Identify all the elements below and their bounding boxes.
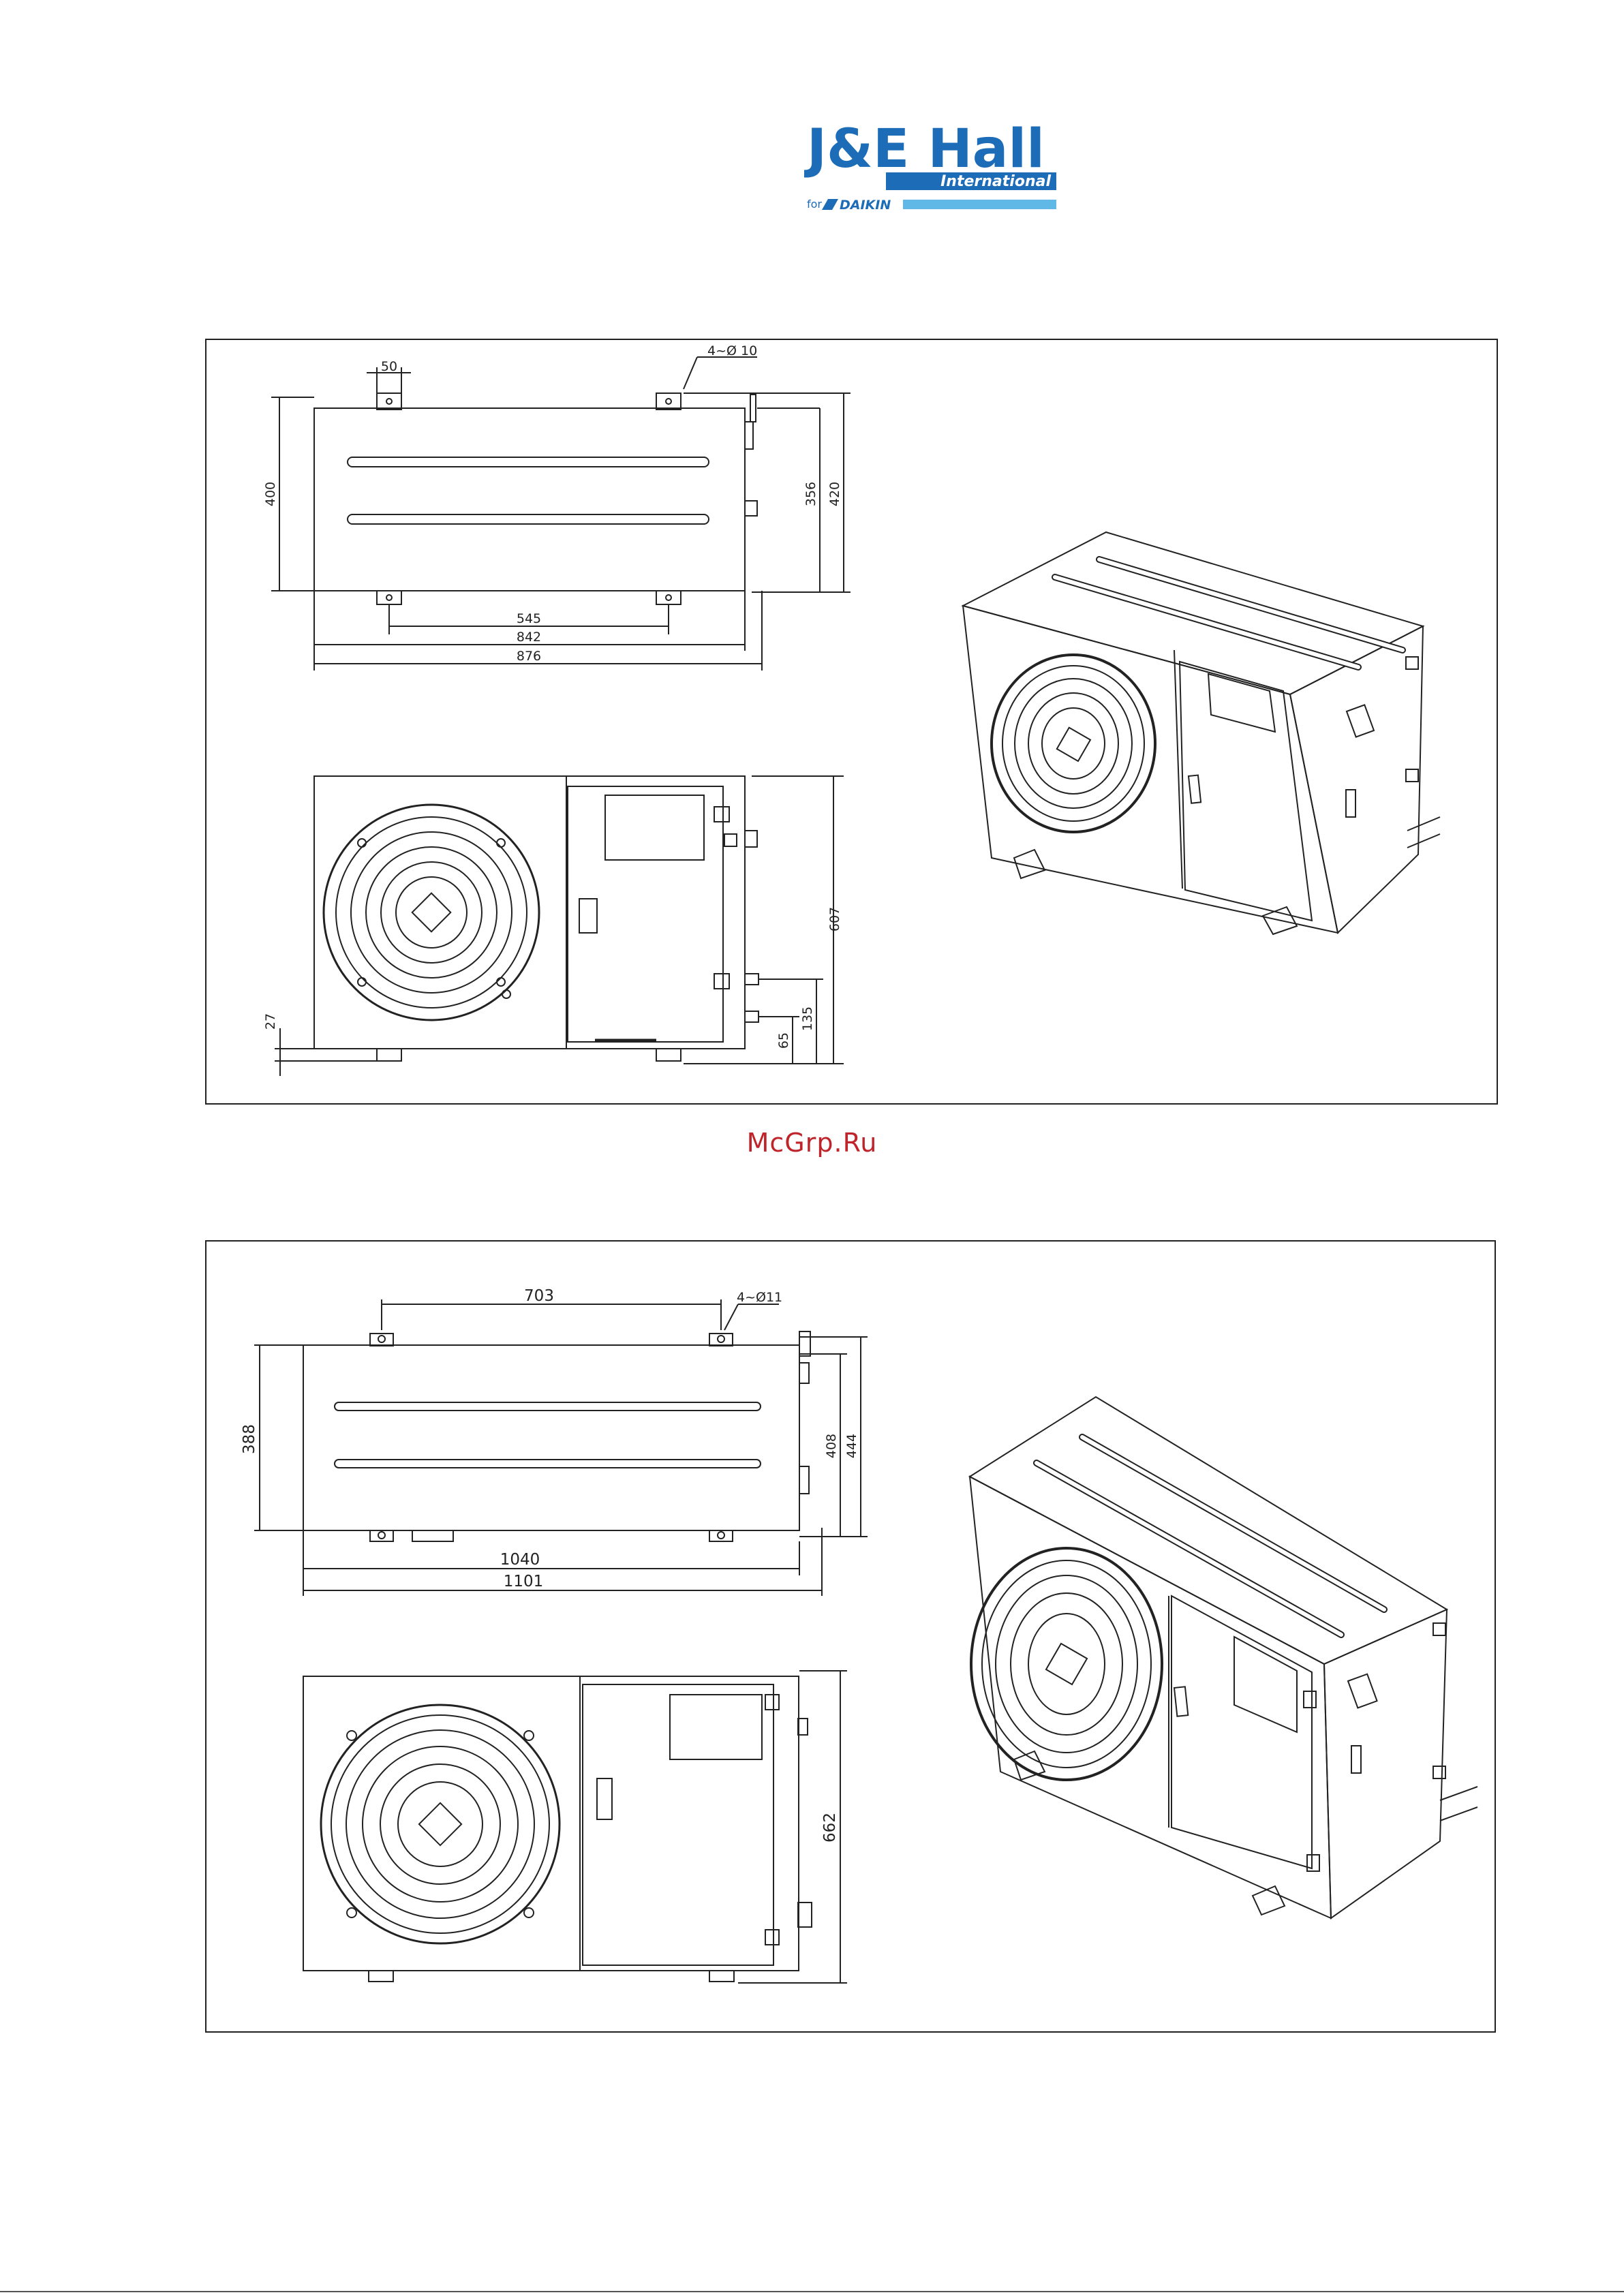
logo-sub: International	[940, 173, 1051, 190]
drawing-2-svg: 703 4~Ø11 388 408 444 1040 1101 662	[206, 1242, 1495, 2031]
dim-valve-upper: 135	[800, 1006, 815, 1031]
dim2-height-outer: 444	[844, 1434, 859, 1458]
dim-height-outer: 420	[827, 482, 842, 506]
logo-brand: J&E Hall	[804, 119, 1045, 180]
isometric-view-2	[970, 1397, 1477, 1918]
dim-lug-width: 50	[381, 359, 397, 374]
top-view: 50 4~Ø 10 400 356 420 545 842 876	[263, 343, 851, 671]
dim-height-left: 400	[263, 482, 278, 506]
drawing-1-svg: 50 4~Ø 10 400 356 420 545 842 876	[206, 340, 1497, 1103]
daikin-mark-icon	[822, 199, 838, 210]
dim-front-height: 607	[827, 907, 842, 931]
dim2-lug-spacing: 703	[524, 1287, 554, 1305]
dim-height-inner: 356	[803, 482, 818, 506]
dim-overall-width: 876	[517, 649, 541, 664]
dim2-holes: 4~Ø11	[737, 1290, 782, 1305]
dim-holes: 4~Ø 10	[707, 343, 757, 358]
front-view-2: 662	[303, 1671, 847, 1983]
watermark: McGrp.Ru	[0, 1128, 1624, 1158]
isometric-view	[963, 532, 1440, 934]
company-logo: J&E Hall International for DAIKIN	[804, 112, 1060, 215]
dim-foot-left: 27	[263, 1013, 278, 1030]
dim-body-width: 842	[517, 630, 541, 645]
dim2-front-height: 662	[821, 1813, 839, 1843]
drawing-panel-2: 703 4~Ø11 388 408 444 1040 1101 662	[205, 1240, 1496, 2033]
dim-lug-spacing: 545	[517, 611, 541, 626]
dim-valve-lower: 65	[776, 1032, 791, 1049]
dim2-overall-width: 1101	[504, 1573, 544, 1590]
logo-for: for	[807, 198, 822, 211]
logo-partner: DAIKIN	[840, 198, 891, 213]
bottom-rule	[0, 2291, 1624, 2292]
drawing-panel-1: 50 4~Ø 10 400 356 420 545 842 876	[205, 339, 1498, 1105]
dim2-height-left: 388	[241, 1424, 258, 1454]
dim2-body-width: 1040	[500, 1551, 540, 1569]
front-view: 607 135 65 27	[263, 776, 844, 1076]
logo-light-band	[903, 200, 1056, 209]
top-view-2: 703 4~Ø11 388 408 444 1040 1101	[241, 1287, 868, 1596]
dim2-height-inner: 408	[824, 1434, 839, 1458]
